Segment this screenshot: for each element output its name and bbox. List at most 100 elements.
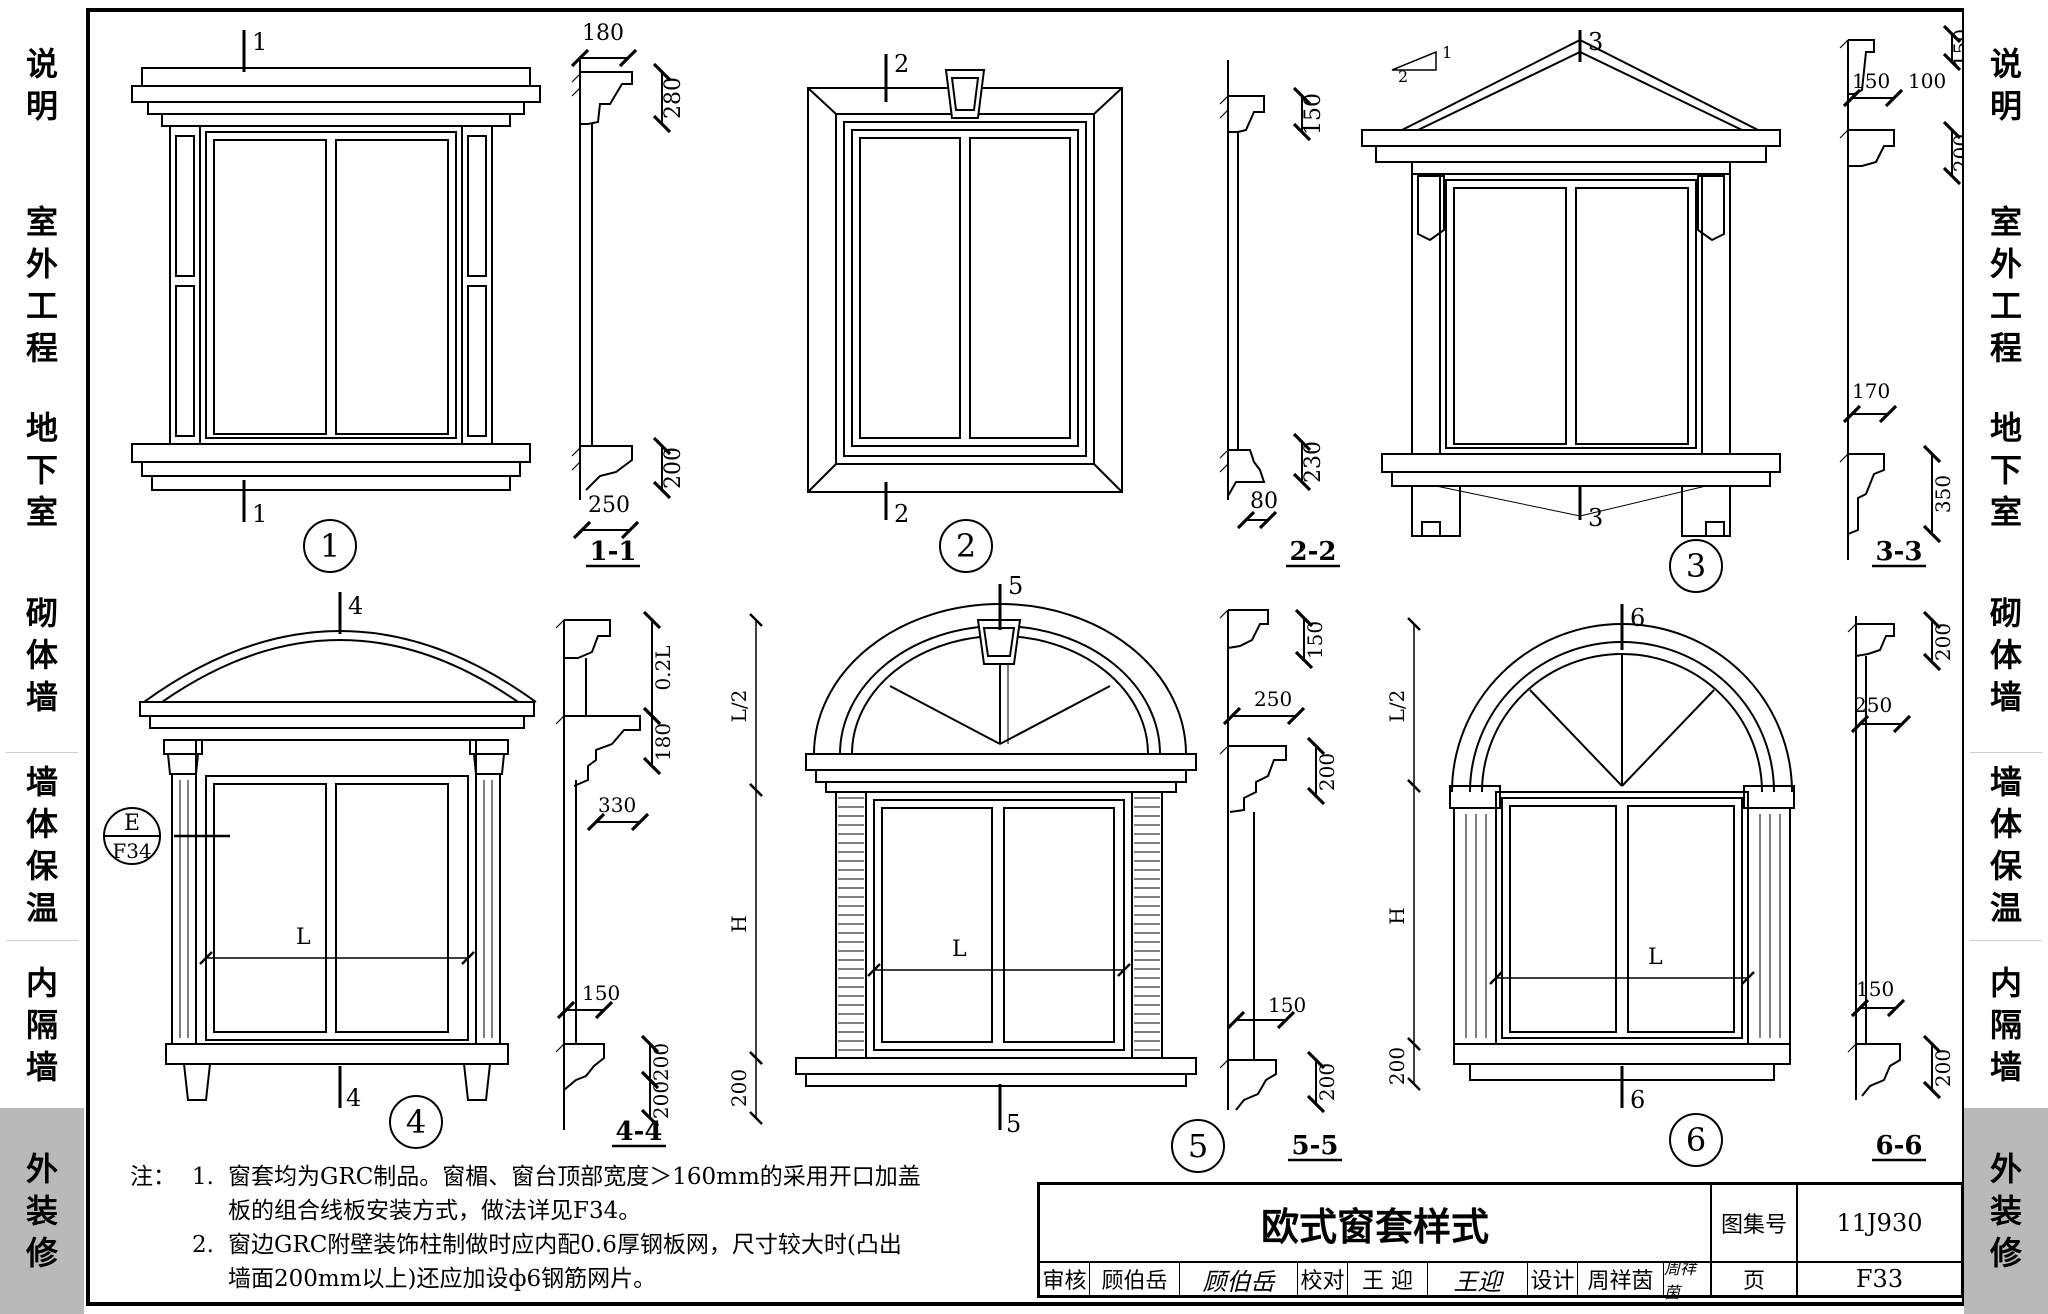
dim-5-width: L: [952, 937, 967, 962]
dim-6-width: L: [1648, 945, 1663, 970]
designer-signature: 周祥茵: [1664, 1259, 1712, 1302]
sidebar-left-tab-exterior[interactable]: 室 外 工 程: [25, 203, 58, 367]
sidebar-left-tab-insulation[interactable]: 墙 体 保 温: [25, 763, 58, 927]
notes-label: 注：: [130, 1164, 176, 1190]
dim-3-a: 150: [1949, 29, 1964, 67]
cut-label-2-bottom: 2: [894, 500, 909, 528]
detail-marker-6: [1669, 1113, 1723, 1167]
note-2-number: 2.: [192, 1232, 214, 1258]
dim-1-height-top: 280: [661, 77, 686, 119]
detail-marker-3: [1669, 539, 1723, 593]
detail-marker-2: [939, 519, 993, 573]
cut-label-2-top: 2: [894, 50, 909, 78]
cut-label-3-bottom: 3: [1588, 504, 1603, 532]
section-1-1: [570, 48, 672, 540]
cut-label-4-bottom: 4: [346, 1084, 361, 1112]
detail-marker-1: [303, 519, 357, 573]
page-label: 页: [1712, 1263, 1798, 1295]
sidebar-left-tab-partition[interactable]: 内 隔 墙: [25, 964, 58, 1086]
dim-6-a: 200: [1931, 623, 1955, 661]
note-1-number: 1.: [192, 1164, 214, 1190]
dim-4-width: L: [296, 925, 311, 950]
sidebar-left-tab-basement[interactable]: 地 下 室: [25, 409, 58, 531]
dim-3-d: 200: [1949, 134, 1964, 172]
drawing-sheet: 1 1 1 180 280 200 250 1-1 2 2 2 150 230 …: [86, 8, 1964, 1306]
window-5-elevation: [749, 603, 1197, 1125]
dim-3-f: 350: [1931, 475, 1955, 513]
dim-3-e: 170: [1852, 379, 1890, 403]
sidebar-left-tab-masonry[interactable]: 砌 体 墙: [25, 594, 58, 716]
cut-label-5-bottom: 5: [1006, 1110, 1021, 1138]
atlas-number: 11J930: [1798, 1185, 1961, 1263]
window-6-elevation: [1407, 617, 1795, 1091]
dim-6-height-mid: H: [1385, 907, 1409, 924]
cut-label-3-top: 3: [1588, 28, 1603, 56]
left-sidebar: 说 明 室 外 工 程 地 下 室 砌 体 墙 墙 体 保 温 内 隔 墙 外 …: [0, 0, 84, 1314]
dim-5-height-top: L/2: [727, 690, 751, 723]
dim-1-height-bottom: 200: [661, 447, 686, 489]
section-3-3: [1842, 24, 1962, 560]
section-5-5: [1222, 608, 1326, 1114]
sidebar-left-tab-notes[interactable]: 说 明: [25, 45, 58, 125]
section-label-3-3: 3-3: [1876, 537, 1923, 567]
dim-5-c: 200: [1315, 753, 1339, 791]
window-5-louvers: [838, 797, 1160, 1051]
sidebar-left-tab-facade[interactable]: 外 装 修: [0, 1108, 84, 1314]
dim-1-width-top: 180: [582, 21, 624, 46]
dim-5-b: 250: [1254, 687, 1292, 711]
window-4-elevation: [139, 630, 537, 1101]
ref-bubble-bottom: F34: [112, 839, 151, 863]
section-label-2-2: 2-2: [1290, 537, 1337, 567]
dim-4-b: 180: [651, 723, 675, 761]
note-1-line-2: 板的组合线板安装方式，做法详见F34。: [228, 1198, 642, 1224]
design-label: 设计: [1528, 1263, 1578, 1295]
detail-number-6: 6: [1686, 1121, 1706, 1159]
sidebar-right-tab-notes[interactable]: 说 明: [1989, 45, 2022, 125]
dim-4-a: 0.2L: [651, 645, 675, 690]
section-label-5-5: 5-5: [1292, 1131, 1339, 1161]
note-2-line-2: 墙面200mm以上)还应加设ф6钢筋网片。: [228, 1266, 657, 1292]
dim-4-e: 200: [649, 1043, 673, 1081]
section-6-6: [1850, 610, 1942, 1100]
sidebar-right-tab-facade[interactable]: 外 装 修: [1964, 1108, 2048, 1314]
dim-6-height-top: L/2: [1385, 690, 1409, 723]
dim-5-d: 150: [1268, 993, 1306, 1017]
section-label-1-1: 1-1: [590, 537, 637, 567]
dim-4-d: 150: [582, 981, 620, 1005]
detail-number-1: 1: [320, 527, 340, 565]
window-2-elevation: [807, 69, 1123, 493]
dim-6-b: 250: [1854, 693, 1892, 717]
section-2-2: [1227, 60, 1312, 530]
wall-hatching: [555, 39, 1857, 1069]
dim-4-c: 330: [598, 793, 636, 817]
section-label-4-4: 4-4: [616, 1117, 663, 1147]
sidebar-right-tab-basement[interactable]: 地 下 室: [1989, 409, 2022, 531]
checker-name: 王 迎: [1348, 1263, 1428, 1295]
note-2-line-1: 窗边GRC附壁装饰柱制做时应内配0.6厚钢板网，尺寸较大时(凸出: [228, 1232, 902, 1258]
review-label: 审核: [1040, 1263, 1090, 1295]
sidebar-right-tab-partition[interactable]: 内 隔 墙: [1989, 964, 2022, 1086]
slope-label-run: 2: [1398, 67, 1408, 86]
dim-5-height-mid: H: [727, 915, 751, 932]
dim-6-d: 200: [1931, 1049, 1955, 1087]
detail-marker-5: [1171, 1119, 1225, 1173]
sheet-frame: [86, 8, 1964, 1306]
sidebar-right-tab-insulation[interactable]: 墙 体 保 温: [1989, 763, 2022, 927]
sidebar-right-tab-exterior[interactable]: 室 外 工 程: [1989, 203, 2022, 367]
dim-3-c: 100: [1908, 69, 1946, 93]
dim-4-f: 200: [649, 1081, 673, 1119]
checker-signature: 王迎: [1428, 1263, 1528, 1296]
page-number: F33: [1855, 1265, 1904, 1293]
reviewer-signature: 顾伯岳: [1180, 1263, 1298, 1296]
section-4-4: [556, 610, 662, 1130]
dim-3-b: 150: [1852, 69, 1890, 93]
cut-label-4-top: 4: [348, 592, 363, 620]
detail-number-3: 3: [1686, 547, 1706, 585]
dim-2-width-bottom: 80: [1250, 489, 1278, 514]
cut-label-6-bottom: 6: [1630, 1086, 1645, 1114]
sidebar-right-tab-masonry[interactable]: 砌 体 墙: [1989, 594, 2022, 716]
designer-name: 周祥茵: [1578, 1263, 1664, 1295]
cut-label-6-top: 6: [1630, 604, 1645, 632]
note-1-line-1: 窗套均为GRC制品。窗楣、窗台顶部宽度＞160mm的采用开口加盖: [228, 1164, 921, 1190]
detail-number-4: 4: [406, 1103, 426, 1141]
